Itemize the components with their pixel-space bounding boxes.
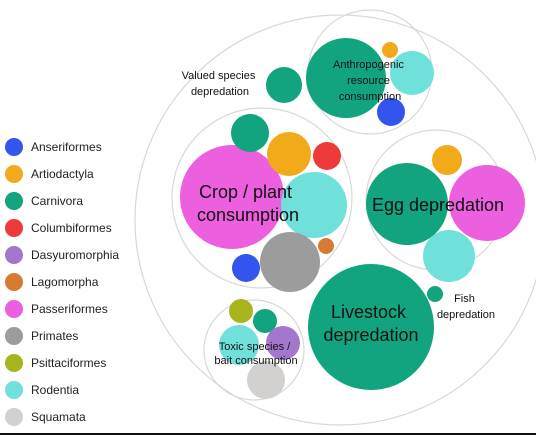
lagomorpha-swatch [5, 273, 23, 291]
egg-label: Egg depredation [372, 195, 504, 215]
crop-passeriformes-bubble [180, 145, 284, 249]
legend-item-lagomorpha: Lagomorpha [0, 269, 98, 295]
bottom-rule [0, 433, 536, 435]
artiodactyla-swatch [5, 165, 23, 183]
valued-carnivora-bubble [266, 67, 302, 103]
legend-item-columbiformes: Columbiformes [0, 215, 112, 241]
psittaciformes-swatch [5, 354, 23, 372]
crop-label: Crop / plant consumption [197, 182, 299, 225]
anthropogenic-anseriformes-bubble [377, 98, 405, 126]
legend-label: Anseriformes [31, 140, 102, 154]
crop-group-circle [171, 107, 353, 289]
fish-carnivora-bubble [427, 286, 443, 302]
egg-artiodactyla-bubble [432, 145, 462, 175]
anthropogenic-rodentia-bubble [390, 51, 434, 95]
legend-label: Dasyuromorphia [31, 248, 120, 262]
legend-label: Carnivora [31, 194, 84, 208]
legend-item-artiodactyla: Artiodactyla [0, 161, 94, 187]
legend-label: Artiodactyla [31, 167, 94, 181]
legend-item-squamata: Squamata [0, 404, 86, 430]
legend-label: Passeriformes [31, 302, 108, 316]
crop-anseriformes-bubble [232, 254, 260, 282]
legend-item-dasyuromorphia: Dasyuromorphia [0, 242, 119, 268]
toxic-group-circle [203, 299, 305, 401]
legend-label: Columbiformes [31, 221, 112, 235]
legend-label: Rodentia [31, 383, 80, 397]
legend-label: Primates [31, 329, 79, 343]
livestock-carnivora-bubble [308, 264, 434, 390]
egg-passeriformes-bubble [449, 165, 525, 241]
anseriformes-swatch [5, 138, 23, 156]
crop-columbiformes-bubble [313, 142, 341, 170]
toxic-rodentia-bubble [219, 325, 259, 365]
legend-item-carnivora: Carnivora [0, 188, 83, 214]
fish-label: Fish depredation [437, 293, 495, 321]
toxic-carnivora-bubble [253, 309, 277, 333]
legend-item-psittaciformes: Psittaciformes [0, 350, 106, 376]
egg-rodentia-bubble [423, 230, 475, 282]
anthropogenic-artiodactyla-bubble [382, 42, 398, 58]
rodentia-swatch [5, 381, 23, 399]
crop-rodentia-bubble [281, 172, 347, 238]
outer-container-circle [134, 14, 536, 426]
toxic-squamata-bubble [247, 361, 285, 399]
legend-item-anseriformes: Anseriformes [0, 134, 102, 160]
legend-label: Lagomorpha [31, 275, 99, 289]
columbiformes-swatch [5, 219, 23, 237]
toxic-dasyuromorphia-bubble [266, 326, 300, 360]
squamata-swatch [5, 408, 23, 426]
passeriformes-swatch [5, 300, 23, 318]
egg-carnivora-bubble [366, 163, 448, 245]
legend-item-rodentia: Rodentia [0, 377, 79, 403]
anthropogenic-carnivora-bubble [306, 38, 386, 118]
legend-item-passeriformes: Passeriformes [0, 296, 108, 322]
livestock-label: Livestock depredation [323, 302, 418, 345]
toxic-label: Toxic species / bait consumption [214, 341, 297, 367]
dasyuromorphia-swatch [5, 246, 23, 264]
legend-item-primates: Primates [0, 323, 78, 349]
crop-primates-bubble [260, 232, 320, 292]
legend-label: Squamata [31, 410, 86, 424]
carnivora-swatch [5, 192, 23, 210]
primates-swatch [5, 327, 23, 345]
legend-label: Psittaciformes [31, 356, 107, 370]
toxic-psittaciformes-bubble [229, 299, 253, 323]
crop-carnivora-bubble [231, 114, 269, 152]
crop-artiodactyla-bubble [267, 132, 311, 176]
anthropogenic-label: Anthropogenic resource consumption [333, 59, 407, 103]
valued-species-label: Valued species depredation [182, 70, 259, 98]
crop-lagomorpha-bubble [318, 238, 334, 254]
